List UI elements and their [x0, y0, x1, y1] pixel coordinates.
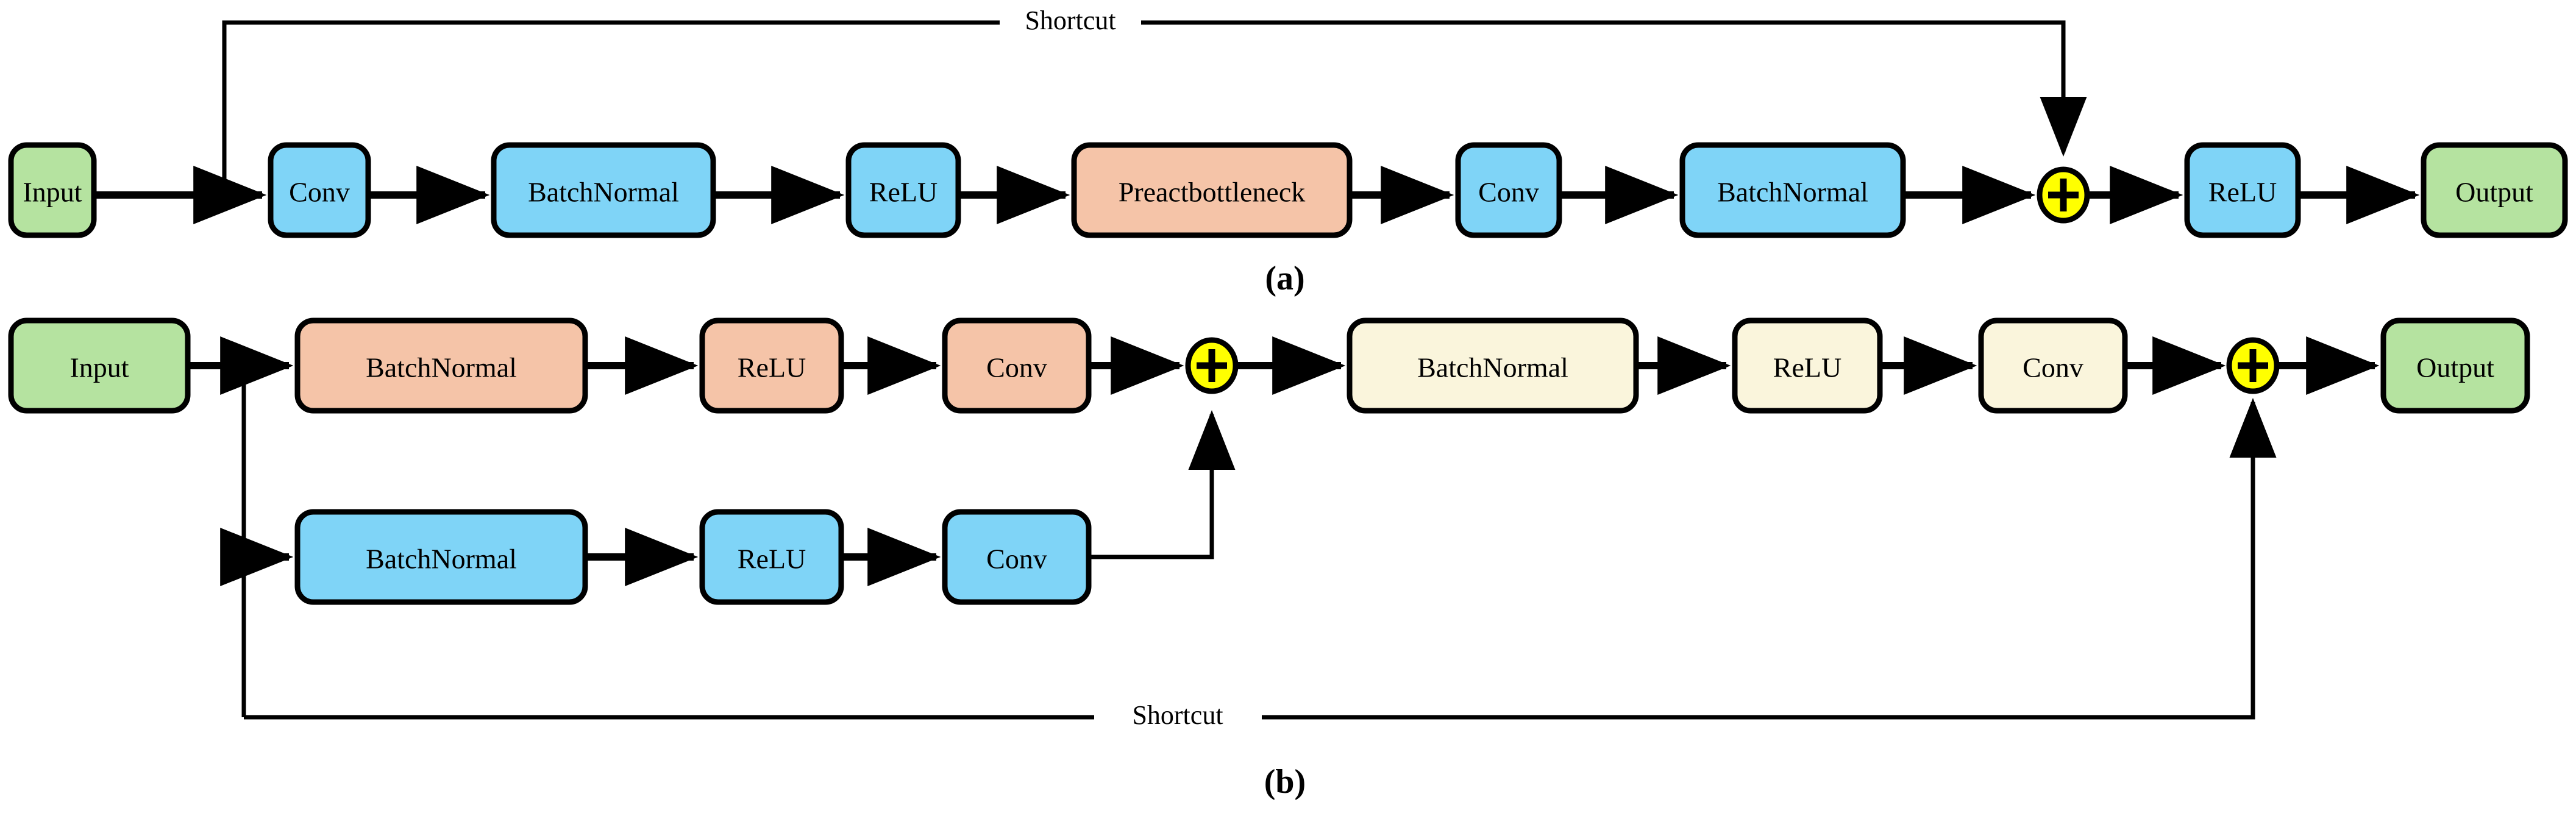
node-b-top-conv-2[interactable]: Conv	[1978, 317, 2128, 414]
node-b-top-bn2-label: BatchNormal	[1417, 352, 1568, 383]
node-b-top-batchnormal-2[interactable]: BatchNormal	[1347, 317, 1639, 414]
node-a-input[interactable]: Input	[8, 142, 97, 238]
shortcut-label-a: Shortcut	[1025, 5, 1115, 35]
node-b-bottom-conv[interactable]: Conv	[942, 509, 1092, 605]
panel-a-shortcut-path	[222, 20, 2087, 195]
panel-b-shortcut-path	[244, 398, 2277, 720]
node-b-bottom-relu[interactable]: ReLU	[699, 509, 844, 605]
node-b-top-relu-1[interactable]: ReLU	[699, 317, 844, 414]
node-a-batchnormal-2[interactable]: BatchNormal	[1679, 142, 1906, 238]
panel-b-branch-trunk	[188, 336, 294, 717]
node-b-bot-relu1-label: ReLU	[738, 544, 806, 575]
node-a-conv2[interactable]: Conv	[1455, 142, 1562, 238]
node-b-top-batchnormal-1[interactable]: BatchNormal	[294, 317, 588, 414]
node-a-relu-1[interactable]: ReLU	[845, 142, 961, 238]
node-a-conv1[interactable]: Conv	[268, 142, 371, 238]
node-a-output[interactable]: Output	[2421, 142, 2568, 238]
node-a-input-label: Input	[23, 177, 82, 208]
node-b-top-relu-2[interactable]: ReLU	[1732, 317, 1883, 414]
node-a-preact-label: Preactbottleneck	[1119, 177, 1306, 208]
node-a-relu1-label: ReLU	[869, 177, 938, 208]
node-b-bot-bn1-label: BatchNormal	[366, 544, 517, 575]
node-b-output[interactable]: Output	[2380, 317, 2530, 414]
edge-b-botconv1-add1	[1089, 410, 1236, 559]
shortcut-b-right-segment	[1262, 398, 2277, 720]
node-b-bottom-batchnormal[interactable]: BatchNormal	[294, 509, 588, 605]
shortcut-left-segment	[222, 20, 1000, 195]
node-a-bn1-label: BatchNormal	[528, 177, 679, 208]
panel-b-bottom-edges	[585, 410, 1236, 586]
node-b-top-conv-1[interactable]: Conv	[942, 317, 1092, 414]
node-b-output-label: Output	[2416, 352, 2494, 383]
node-a-batchnormal-1[interactable]: BatchNormal	[491, 142, 716, 238]
node-a-conv2-label: Conv	[1478, 177, 1539, 208]
node-b-input-label: Input	[69, 352, 129, 383]
node-b-bot-conv1-label: Conv	[986, 544, 1047, 575]
shortcut-label-b: Shortcut	[1132, 700, 1223, 730]
node-b-add2-plus-icon[interactable]	[2226, 337, 2280, 394]
node-a-bn2-label: BatchNormal	[1717, 177, 1868, 208]
node-a-conv1-label: Conv	[289, 177, 350, 208]
node-a-relu-2[interactable]: ReLU	[2184, 142, 2301, 238]
node-b-input[interactable]: Input	[8, 317, 191, 414]
node-a-preactbottleneck[interactable]: Preactbottleneck	[1071, 142, 1353, 238]
node-a-output-label: Output	[2455, 177, 2533, 208]
node-b-top-bn1-label: BatchNormal	[366, 352, 517, 383]
node-b-add1-plus-icon[interactable]	[1185, 337, 1239, 394]
node-a-relu2-label: ReLU	[2208, 177, 2277, 208]
panel-b-caption: (b)	[1264, 763, 1306, 801]
node-b-top-relu2-label: ReLU	[1773, 352, 1841, 383]
node-b-top-conv2-label: Conv	[2023, 352, 2083, 383]
node-b-top-conv1-label: Conv	[986, 352, 1047, 383]
shortcut-right-segment	[1141, 20, 2087, 157]
node-a-add-plus-icon[interactable]	[2037, 166, 2090, 224]
panel-a-caption: (a)	[1265, 260, 1304, 297]
node-b-top-relu1-label: ReLU	[738, 352, 806, 383]
